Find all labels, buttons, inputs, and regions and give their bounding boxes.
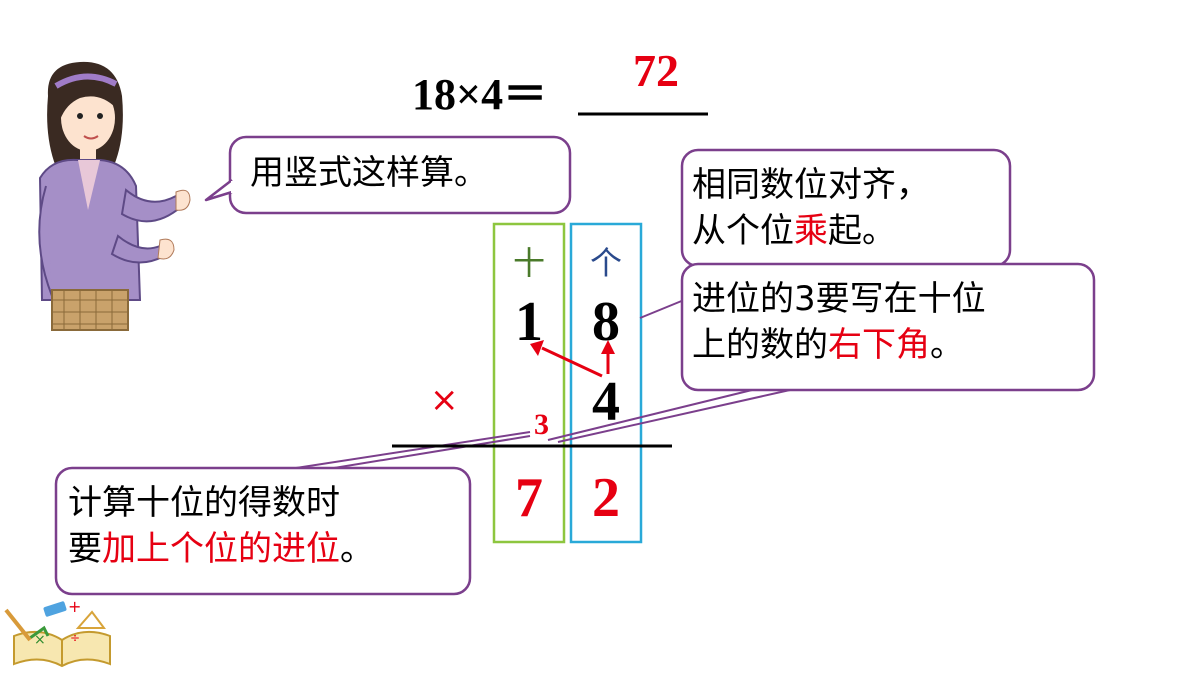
result-tens-digit: 7 xyxy=(515,467,543,529)
carry-pointer-right-2 xyxy=(557,389,791,443)
equation-answer: 72 xyxy=(633,45,679,96)
equation-expression: 18×4＝ xyxy=(412,70,548,119)
ones-column-header: 个 xyxy=(589,244,622,282)
tens-bubble xyxy=(54,466,472,596)
carry-line2-a: 上的数的 xyxy=(692,325,828,365)
svg-text:×: × xyxy=(34,632,46,648)
align-bubble-text: 相同数位对齐， 从个位乘起。 xyxy=(692,162,930,254)
carry-bubble-line1: 进位的3要写在十位 xyxy=(692,279,986,319)
result-ones-digit: 2 xyxy=(592,467,620,529)
teacher-bubble-text: 用竖式这样算。 xyxy=(250,153,488,193)
align-line2-highlight: 乘 xyxy=(794,211,828,251)
align-bubble-line1: 相同数位对齐， xyxy=(692,165,930,205)
multiplier-digit: 4 xyxy=(592,371,620,433)
tens-line2-a: 要 xyxy=(68,529,102,569)
times-sign: × xyxy=(430,380,459,420)
carry-pointer-left-2 xyxy=(333,435,531,469)
carry-pointer-right xyxy=(547,389,753,441)
tens-bubble-line1: 计算十位的得数时 xyxy=(68,483,340,523)
carry-bubble-line2: 上的数的右下角。 xyxy=(692,322,986,368)
top-ones-digit: 8 xyxy=(592,291,620,353)
carry-line2-c: 。 xyxy=(930,325,964,365)
carry-digit: 3 xyxy=(534,408,549,441)
teacher-speech-bubble xyxy=(204,135,572,215)
carry-bubble-text: 进位的3要写在十位 上的数的右下角。 xyxy=(692,276,986,368)
top-tens-digit: 1 xyxy=(515,291,543,353)
carry-pointer-left xyxy=(295,431,531,469)
carry-bubble xyxy=(639,262,1096,392)
ones-column-box xyxy=(569,222,643,544)
multiply-arrows xyxy=(530,340,615,378)
tens-column-header: 十 xyxy=(512,244,545,282)
tens-bubble-line2: 要加上个位的进位。 xyxy=(68,526,374,572)
svg-text:+: + xyxy=(68,597,81,616)
svg-text:÷: ÷ xyxy=(70,631,80,645)
tens-bubble-text: 计算十位的得数时 要加上个位的进位。 xyxy=(68,480,374,572)
tens-line2-c: 。 xyxy=(340,529,374,569)
carry-line2-highlight: 右下角 xyxy=(828,325,930,365)
teacher-figure xyxy=(38,61,191,331)
book-stationery-icon: × ÷ + xyxy=(4,597,111,668)
tens-column-box xyxy=(492,222,566,544)
align-line2-c: 起。 xyxy=(828,211,896,251)
align-bubble-line2: 从个位乘起。 xyxy=(692,208,930,254)
align-line2-a: 从个位 xyxy=(692,211,794,251)
tens-line2-highlight: 加上个位的进位 xyxy=(102,529,340,569)
